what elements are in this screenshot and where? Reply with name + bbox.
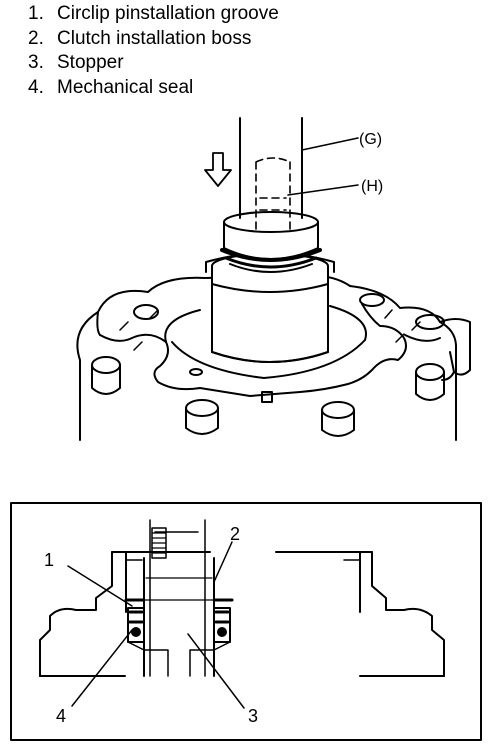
legend-item-2: 2. Clutch installation boss <box>28 27 279 52</box>
legend-item-4-text: Mechanical seal <box>57 76 194 98</box>
detail-seal-assembly <box>124 598 234 651</box>
arrow-down-icon <box>204 152 232 187</box>
legend-item-2-text: Clutch installation boss <box>57 27 252 49</box>
callout-4: 4 <box>56 706 66 726</box>
tool-shaft <box>239 117 303 231</box>
leader-line-3 <box>187 633 245 709</box>
legend-list: 1. Circlip pinstallation groove 2. Clutch … <box>28 2 279 100</box>
clutch-boss-cylinder <box>205 252 335 363</box>
legend-item-3-number: 3. <box>28 52 44 73</box>
callout-3: 3 <box>248 706 258 726</box>
detail-callout-leaders <box>67 541 245 709</box>
detail-housing-section <box>39 551 445 677</box>
legend-item-3-text: Stopper <box>57 52 124 73</box>
detail-frame <box>10 502 482 741</box>
upper-installation-figure: (G) (H) <box>76 117 471 441</box>
legend-item-1-text: Circlip pinstallation groove <box>57 3 279 24</box>
legend-item-4-number: 4. <box>28 76 44 98</box>
leader-line-2 <box>213 541 233 583</box>
legend-item-4: 4. Mechanical seal <box>28 76 279 101</box>
leader-line-4 <box>71 629 133 707</box>
label-g: (G) <box>359 131 382 148</box>
detail-figure: 1 2 3 4 <box>10 502 482 741</box>
leader-line-1 <box>67 565 133 607</box>
legend-item-1: 1. Circlip pinstallation groove <box>28 2 279 27</box>
leader-line-h <box>287 184 359 196</box>
callout-2: 2 <box>230 524 240 544</box>
tool-collar <box>220 211 322 273</box>
legend-item-1-number: 1. <box>28 3 44 24</box>
legend-item-3: 3. Stopper <box>28 51 279 76</box>
detail-shaft <box>143 519 215 677</box>
leader-line-g <box>301 137 359 151</box>
label-h: (H) <box>361 178 383 195</box>
legend-item-2-number: 2. <box>28 27 44 49</box>
callout-1: 1 <box>44 550 54 570</box>
